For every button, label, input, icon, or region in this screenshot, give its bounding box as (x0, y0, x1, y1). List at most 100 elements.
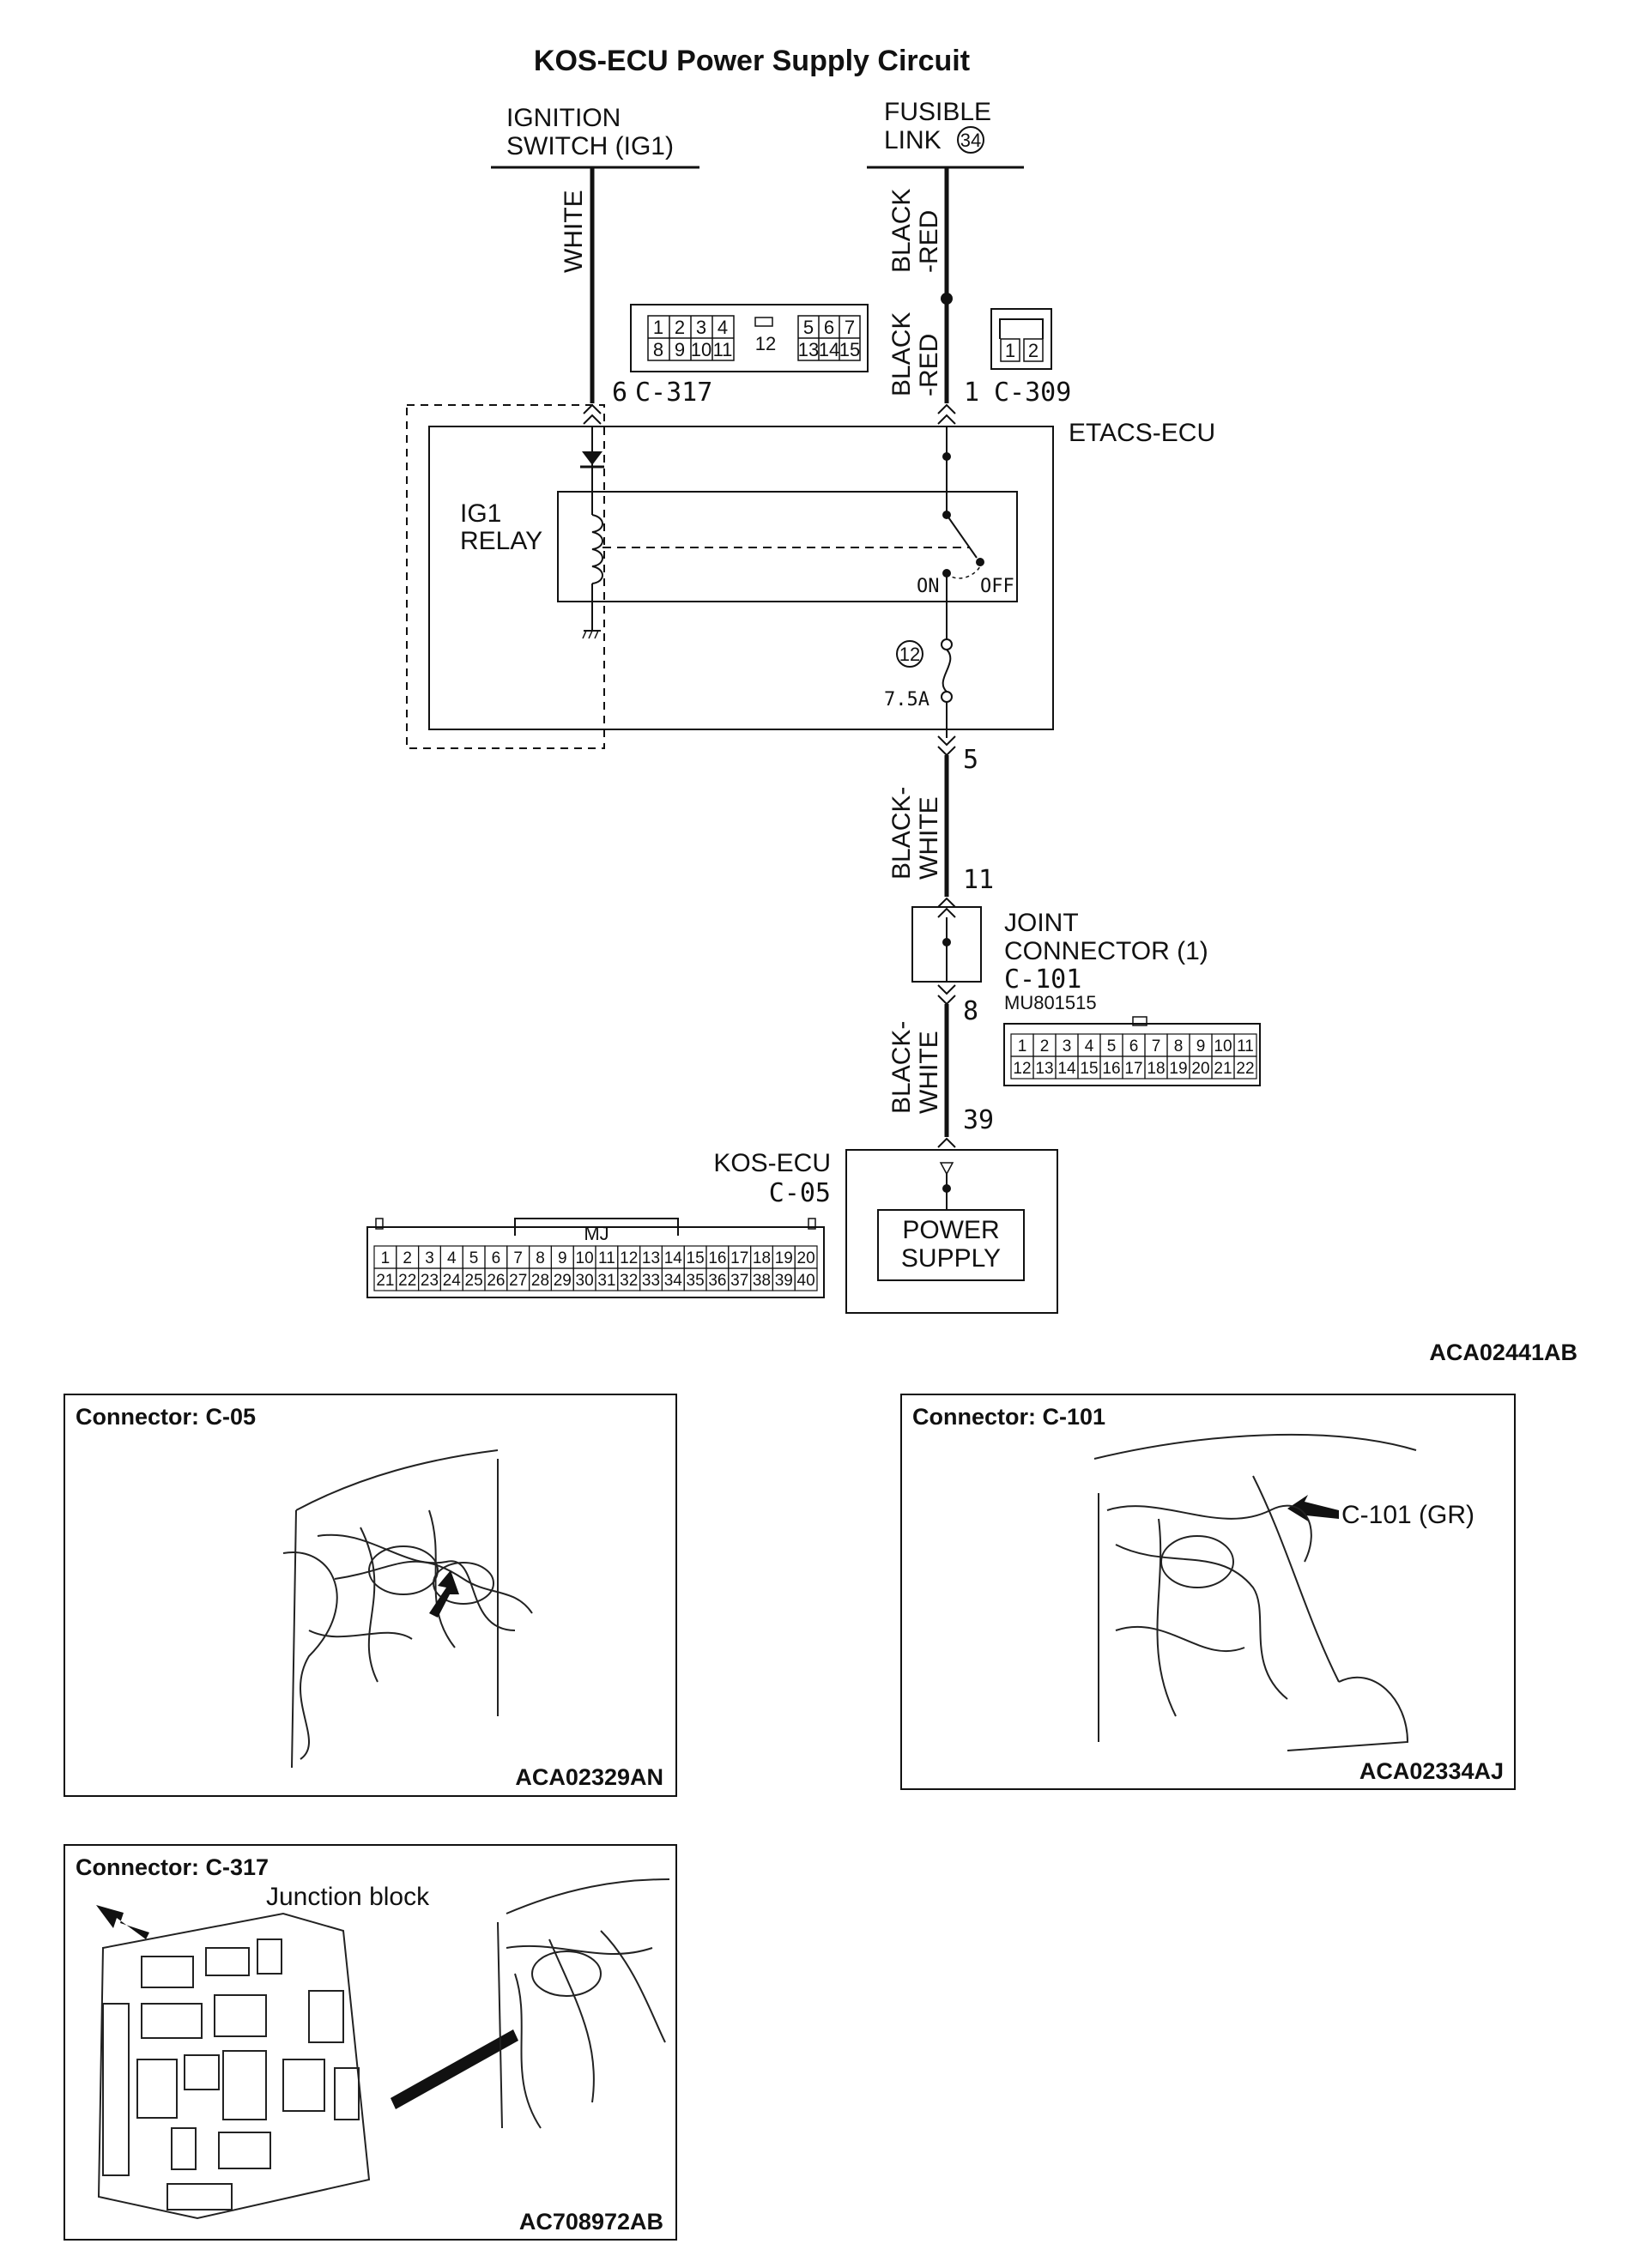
joint-pin-label: 11 (1237, 1037, 1254, 1055)
c317-pin: 10 (691, 339, 711, 360)
kos-pin-label: 23 (421, 1272, 439, 1290)
kos-pin-label: 9 (558, 1249, 567, 1267)
joint-pin-label: 21 (1214, 1060, 1232, 1078)
c317-pin: 5 (803, 317, 814, 338)
joint-pin-label: 3 (1063, 1037, 1072, 1055)
kos-pin-label: 22 (398, 1272, 416, 1290)
connector-symbol-c317 (583, 403, 602, 425)
wire-color-black-red-2a: BLACK (887, 312, 916, 396)
relay-switch-blade (946, 514, 978, 559)
relay-label-line1: IG1 (460, 499, 501, 528)
kos-pin-label: 16 (708, 1249, 726, 1267)
c317-connector-face: 1 2 3 4 5 6 7 8 9 10 11 13 14 15 12 (630, 304, 869, 372)
kos-pin-label: 4 (447, 1249, 457, 1267)
kos-ecu-connector: C-05 (769, 1178, 831, 1208)
wire-color-black-white-1a: BLACK- (887, 787, 916, 880)
c317-pin: 6 (824, 317, 834, 338)
kos-pin-label: 18 (753, 1249, 771, 1267)
kos-pin-label: 13 (642, 1249, 660, 1267)
panel-c05: Connector: C-05 ACA02329AN (64, 1394, 677, 1797)
c317-pin: 8 (653, 339, 663, 360)
ig1-relay-box (557, 491, 1018, 602)
kos-pin-label: 27 (509, 1272, 527, 1290)
joint-in-pin: 11 (963, 865, 994, 895)
etacs-ecu-label: ETACS-ECU (1069, 419, 1215, 447)
joint-pin-label: 18 (1147, 1060, 1165, 1078)
c317-connector-name: C-317 (635, 378, 712, 408)
kos-pin-label: 14 (664, 1249, 683, 1267)
joint-pin-label: 9 (1196, 1037, 1206, 1055)
kos-ecu-label: KOS-ECU (713, 1149, 831, 1177)
wire-color-white: WHITE (560, 190, 588, 273)
c309-connector-name: C-309 (994, 378, 1071, 408)
fusible-label-line1: FUSIBLE (884, 98, 991, 126)
joint-pin-label: 2 (1040, 1037, 1050, 1055)
switch-off-contact (976, 558, 984, 566)
kos-pin-label: 40 (797, 1272, 815, 1290)
joint-out-pin: 8 (963, 996, 978, 1026)
wire-color-black-red-1a: BLACK (887, 189, 916, 273)
kos-pin-label: 17 (730, 1249, 748, 1267)
c05-location-illustration (282, 1449, 533, 1769)
joint-pin-label: 17 (1124, 1060, 1142, 1078)
joint-pin-label: 1 (1018, 1037, 1027, 1055)
power-supply-line1: POWER (902, 1216, 999, 1244)
joint-label-line1: JOINT (1004, 909, 1079, 937)
kos-pin-label: 34 (664, 1272, 683, 1290)
c317-pointer-wedge (391, 2029, 518, 2109)
kos-pin-label: 15 (687, 1249, 705, 1267)
kos-pin-label: 1 (381, 1249, 391, 1267)
panel-c05-code: ACA02329AN (515, 1764, 663, 1790)
c317-dashboard-illustration (497, 1878, 670, 2129)
kos-pin-label: 30 (576, 1272, 594, 1290)
kos-pin-label: 12 (620, 1249, 638, 1267)
wire-color-black-white-1b: WHITE (915, 796, 943, 880)
kos-pin-cell (794, 1267, 818, 1291)
panel-c317-subtitle: Junction block (266, 1883, 430, 1911)
c317-pin: 4 (718, 317, 728, 338)
c317-pin: 1 (653, 317, 663, 338)
etacs-ecu-box (428, 426, 1054, 730)
kos-pin-label: 5 (469, 1249, 479, 1267)
c101-location-illustration (1093, 1433, 1417, 1751)
wire-color-black-red-2b: -RED (915, 334, 943, 396)
connector-symbol-etacs-out (937, 735, 956, 757)
c317-pin: 14 (819, 339, 839, 360)
c317-pin: 13 (798, 339, 819, 360)
joint-pin-label: 19 (1169, 1060, 1187, 1078)
joint-pin-label: 22 (1236, 1060, 1254, 1078)
kos-pin-label: 21 (376, 1272, 394, 1290)
kos-input-marker (939, 1162, 954, 1176)
joint-pin-label: 8 (1174, 1037, 1184, 1055)
kos-pin-label: 3 (425, 1249, 434, 1267)
fuse-rating: 7.5A (884, 689, 929, 711)
kos-pin-label: 37 (730, 1272, 748, 1290)
panel-c05-title: Connector: C-05 (76, 1404, 256, 1430)
joint-pin-label: 5 (1107, 1037, 1117, 1055)
fusible-number-circle (957, 126, 984, 154)
c317-location-arrow-icon (96, 1905, 149, 1939)
c317-pin: 11 (713, 339, 733, 360)
c317-pin: 7 (845, 317, 855, 338)
panel-c317-title: Connector: C-317 (76, 1854, 269, 1880)
joint-pin-label: 16 (1102, 1060, 1120, 1078)
connector-symbol-joint-in (937, 897, 956, 918)
fusible-label-line2: LINK (884, 126, 942, 154)
figure-code: ACA02441AB (1429, 1340, 1577, 1365)
panel-c317-code: AC708972AB (519, 2209, 663, 2235)
kos-ecu-box (845, 1149, 1058, 1314)
kos-pin-label: 11 (598, 1249, 615, 1267)
c309-connector-face: 1 2 (990, 308, 1052, 370)
c317-pin: 3 (696, 317, 706, 338)
kos-pin-label: 33 (642, 1272, 660, 1290)
etacs-out-pin: 5 (963, 745, 978, 775)
c317-pin: 9 (675, 339, 685, 360)
wire-color-black-white-2b: WHITE (915, 1031, 943, 1114)
panel-c101-title: Connector: C-101 (912, 1404, 1105, 1430)
kos-pin-label: 36 (708, 1272, 726, 1290)
wire-color-black-red-1b: -RED (915, 210, 943, 273)
c317-pin-center: 12 (755, 333, 776, 354)
joint-pin-label: 4 (1085, 1037, 1094, 1055)
ignition-label-line2: SWITCH (IG1) (506, 132, 674, 160)
joint-pin-label: 10 (1214, 1037, 1232, 1055)
